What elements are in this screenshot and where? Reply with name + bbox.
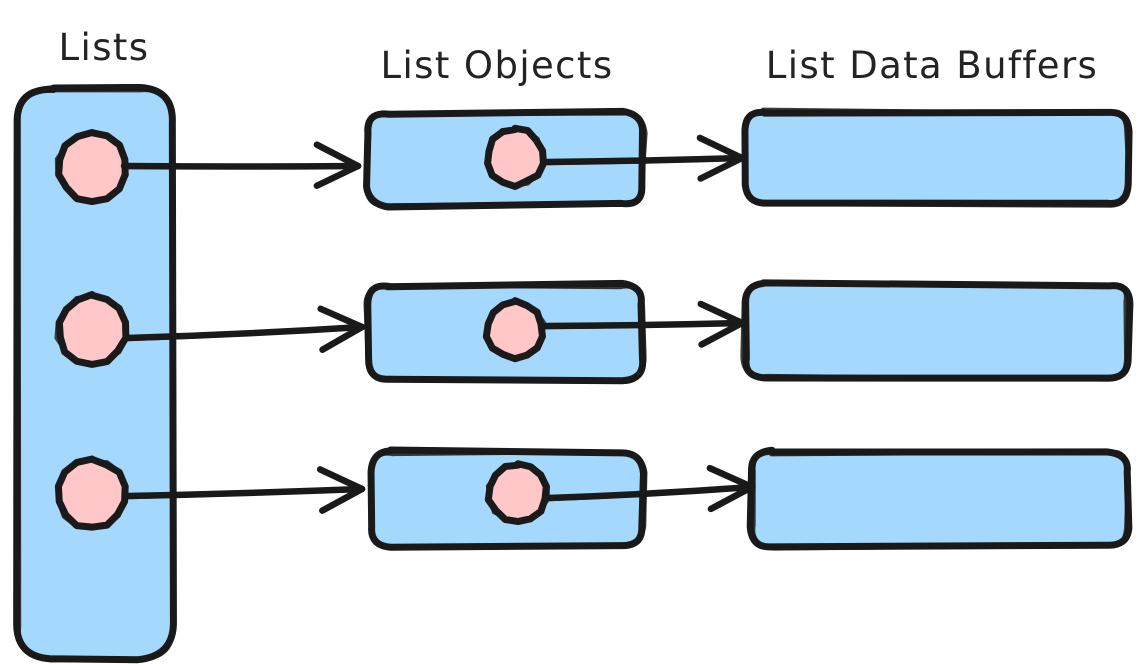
list-data-buffer-box-2[interactable] (740, 279, 1134, 382)
list-object-box-1[interactable] (363, 107, 648, 211)
list-slot-3-outline-2 (56, 458, 128, 531)
list-slot-2[interactable] (54, 291, 130, 368)
list-slot-2-outline-2 (54, 291, 130, 367)
list-slot-2-to-object-2-head-upper (319, 323, 366, 353)
list-object-group (363, 107, 648, 551)
list-object-pointer-2-outline-2 (484, 298, 547, 362)
pointer-arrow-group (120, 134, 756, 514)
list-object-pointer-3[interactable] (484, 460, 550, 526)
object-2-to-buffer-2-head-lower (697, 300, 746, 327)
list-object-box-3-outline-2 (368, 449, 648, 549)
list-slot-1-to-object-1-head-lower (313, 141, 362, 170)
list-data-buffer-box-3[interactable] (746, 446, 1133, 551)
object-2-to-buffer-2-shaft-2 (545, 322, 744, 330)
list-slot-1-to-object-1-shaft-2 (123, 165, 360, 170)
object-2-to-buffer-2-head-upper (698, 319, 746, 348)
list-object-box-2-outline-2 (363, 283, 647, 385)
list-data-buffer-box-2-fill (744, 283, 1128, 379)
list-data-buffer-box-1-fill (744, 111, 1128, 207)
list-slot-2-fill (60, 296, 125, 363)
list-data-buffer-box-3-outline-2 (751, 449, 1131, 551)
object-3-to-buffer-3-head-lower (706, 464, 756, 491)
list-object-box-3[interactable] (367, 446, 648, 551)
list-object-pointer-2[interactable] (482, 297, 547, 363)
list-object-box-1-outline-2 (363, 110, 648, 208)
object-3-to-buffer-3-shaft-2 (548, 486, 754, 502)
list-object-pointer-1-outline-2 (484, 127, 544, 188)
list-slot-3-fill (59, 461, 124, 528)
list-slot-1-to-object-1-head-upper (313, 162, 362, 189)
list-data-buffer-box-1[interactable] (741, 107, 1133, 208)
object-3-to-buffer-3 (545, 464, 756, 513)
lists-container-box-fill (18, 86, 173, 660)
list-object-pointer-3-fill (490, 464, 546, 522)
list-slot-3-to-object-3-head-lower (316, 466, 366, 493)
column-label-list-data-buffers: List Data Buffers (766, 44, 1098, 87)
object-3-to-buffer-3-head-upper (707, 483, 756, 513)
list-slot-1-fill (60, 134, 125, 200)
list-object-pointer-1[interactable] (484, 124, 547, 190)
list-slot-1-outline-2 (54, 129, 129, 205)
object-1-to-buffer-1-shaft-2 (546, 157, 744, 166)
list-slot-2-to-object-2-shaft-2 (125, 326, 364, 342)
lists-container[interactable] (13, 83, 177, 664)
column-label-list-objects: List Objects (380, 44, 613, 87)
list-slot-1[interactable] (54, 128, 129, 206)
object-1-to-buffer-1 (543, 134, 746, 182)
list-object-pointer-3-outline-2 (485, 460, 550, 524)
list-data-buffer-box-2-outline-2 (740, 279, 1129, 382)
list-slot-2-to-object-2-head-lower (317, 305, 366, 331)
object-2-to-buffer-2 (542, 300, 746, 348)
list-slot-3-to-object-3 (124, 466, 366, 514)
list-slot-3[interactable] (54, 455, 129, 531)
list-slot-group (54, 128, 130, 531)
list-object-pointer-2-fill (487, 302, 543, 357)
column-label-lists: Lists (59, 26, 150, 69)
list-object-pointer-1-fill (489, 129, 542, 184)
list-data-buffer-box-1-outline-2 (742, 107, 1132, 208)
list-data-buffer-box-3-fill (751, 450, 1130, 547)
list-slot-1-to-object-1 (120, 141, 362, 189)
lists-container-box[interactable] (13, 83, 177, 664)
lists-container-box-outline-2 (16, 85, 175, 663)
list-slot-3-to-object-3-shaft-2 (127, 488, 364, 500)
list-slot-2-to-object-2 (122, 305, 366, 353)
list-slot-3-to-object-3-head-upper (319, 485, 366, 514)
object-1-to-buffer-1-head-upper (697, 154, 746, 182)
list-data-buffer-group (740, 107, 1134, 551)
list-object-box-2[interactable] (363, 279, 647, 385)
object-1-to-buffer-1-head-lower (696, 134, 746, 162)
